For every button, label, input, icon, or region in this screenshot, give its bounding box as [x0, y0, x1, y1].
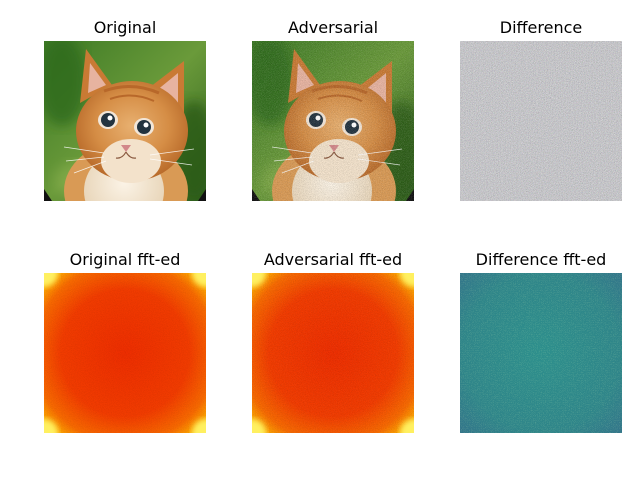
- panel-title: Difference fft-ed: [475, 250, 607, 269]
- panel-title: Difference: [499, 18, 583, 37]
- original-image: [44, 41, 206, 201]
- panel-title: Original fft-ed: [69, 250, 181, 269]
- difference-image: [460, 41, 622, 201]
- adversarial-fft-heatmap: [252, 273, 414, 433]
- panel-title: Adversarial fft-ed: [263, 250, 403, 269]
- panel-title: Adversarial: [287, 18, 379, 37]
- difference-fft-heatmap: [460, 273, 622, 433]
- panel-title: Original: [93, 18, 157, 37]
- adversarial-image: [252, 41, 414, 201]
- original-fft-heatmap: [44, 273, 206, 433]
